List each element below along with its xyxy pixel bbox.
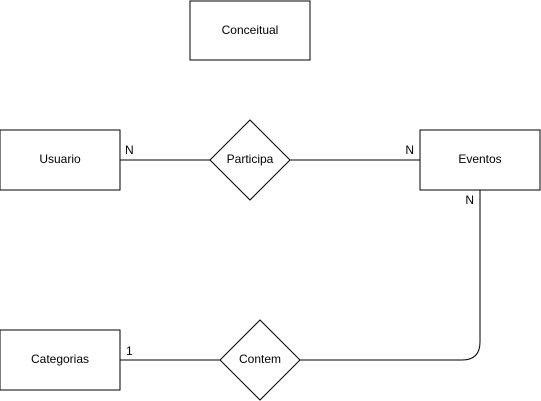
diagram-title: Conceitual xyxy=(222,23,279,37)
diagram-title-box[interactable]: Conceitual xyxy=(189,0,311,61)
cardinality-categorias-contem: 1 xyxy=(126,344,133,358)
entity-eventos[interactable]: Eventos xyxy=(419,129,541,191)
relationship-participa[interactable]: Participa xyxy=(209,119,291,201)
entity-categorias[interactable]: Categorias xyxy=(0,329,121,391)
entity-eventos-label: Eventos xyxy=(458,152,501,166)
entity-usuario[interactable]: Usuario xyxy=(0,129,121,191)
cardinality-eventos-participa: N xyxy=(405,143,414,157)
entity-categorias-label: Categorias xyxy=(31,352,89,366)
relationship-contem-label: Contem xyxy=(239,352,281,366)
relationship-contem[interactable]: Contem xyxy=(219,319,301,401)
cardinality-eventos-contem: N xyxy=(465,193,474,207)
relationship-participa-label: Participa xyxy=(227,152,274,166)
cardinality-usuario-participa: N xyxy=(125,143,134,157)
entity-usuario-label: Usuario xyxy=(39,152,81,166)
edge-contem-eventos xyxy=(300,190,481,361)
